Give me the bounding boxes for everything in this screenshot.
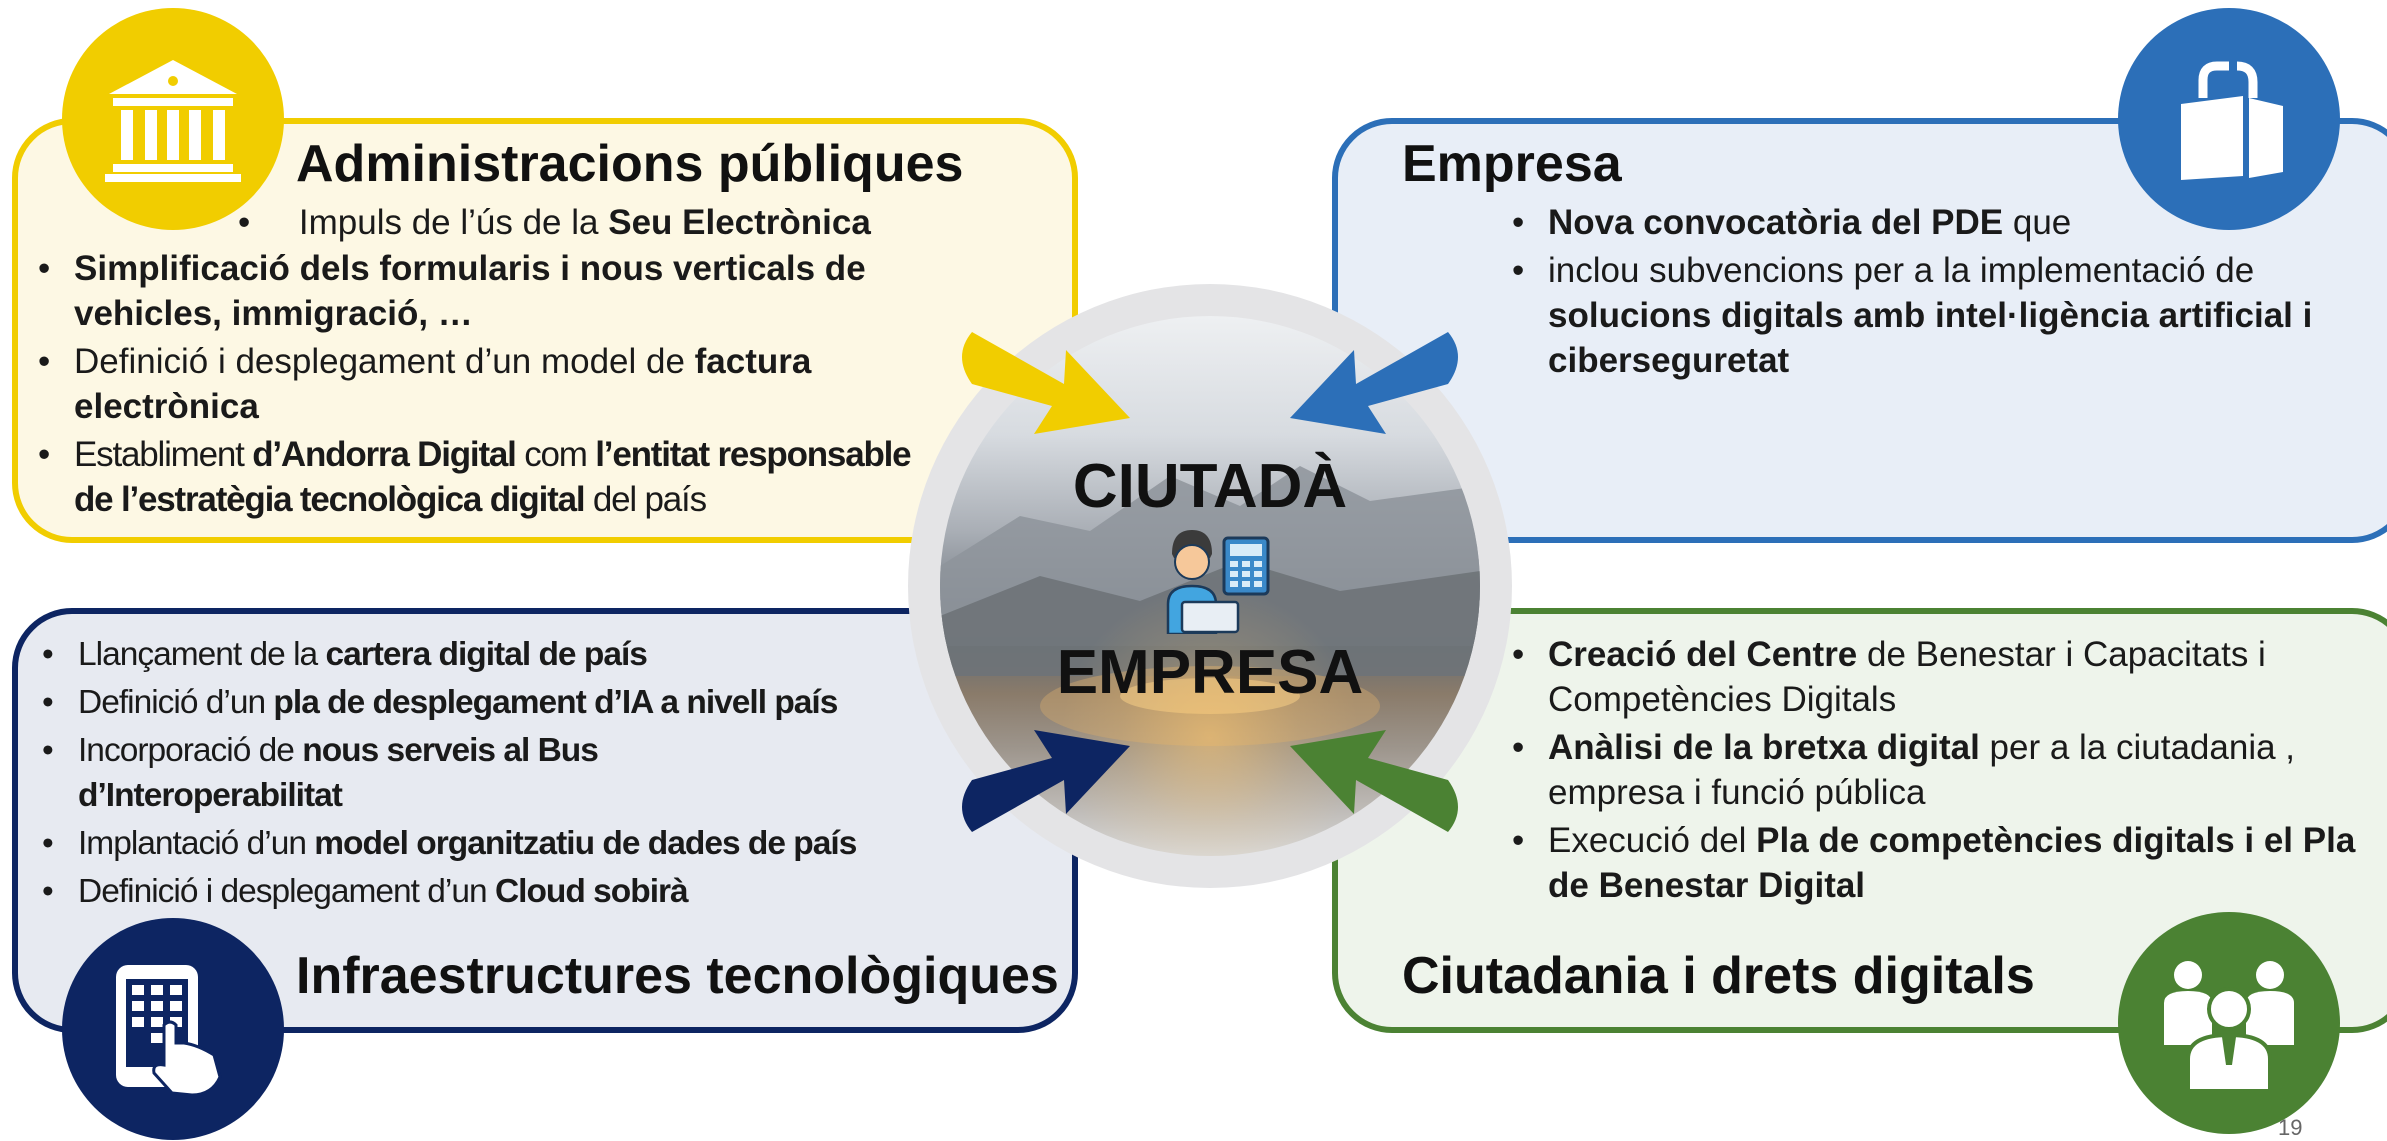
list-item: Anàlisi de la bretxa digital per a la ci… bbox=[1508, 725, 2368, 815]
title-ciutadania: Ciutadania i drets digitals bbox=[1402, 947, 2035, 1005]
list-item-bold: Creació del Centre bbox=[1548, 635, 1858, 674]
briefcase-icon bbox=[2118, 8, 2340, 230]
list-item-text: Definició i desplegament d’un model de bbox=[74, 342, 695, 381]
list-item-bold: Simplificació dels formularis i nous ver… bbox=[74, 249, 866, 333]
list-item-bold: solucions digitals amb intel·ligència ar… bbox=[1548, 296, 2313, 380]
list-item-text: inclou subvencions per a la implementaci… bbox=[1548, 251, 2255, 290]
list-item: Creació del Centre de Benestar i Capacit… bbox=[1508, 632, 2368, 722]
list-item: Establiment d’Andorra Digital com l’enti… bbox=[34, 432, 954, 522]
list-item-text: com bbox=[515, 435, 596, 474]
list-item: Definició i desplegament d’un model de f… bbox=[34, 339, 954, 429]
admin-first-item: • Impuls de l’ús de la Seu Electrònica bbox=[238, 200, 871, 245]
center-line-ciutada: CIUTADÀ bbox=[1072, 452, 1348, 521]
title-administracions: Administracions públiques bbox=[296, 135, 964, 193]
government-building-icon bbox=[62, 8, 284, 230]
list-item-text: Incorporació de bbox=[78, 732, 303, 769]
list-item-bold: Nova convocatòria del PDE bbox=[1548, 203, 2004, 242]
list-item-text: Definició d’un bbox=[78, 684, 274, 721]
tablet-touch-icon bbox=[62, 918, 284, 1140]
admin-first-item-text: Impuls de l’ús de la bbox=[298, 203, 609, 242]
list-item: inclou subvencions per a la implementaci… bbox=[1508, 248, 2378, 383]
list-item: Llançament de la cartera digital de país bbox=[38, 632, 948, 677]
list-item-text: que bbox=[2003, 203, 2072, 242]
list-item: Implantació d’un model organitzatiu de d… bbox=[38, 821, 948, 866]
arrow-infraestructures bbox=[962, 730, 1130, 832]
list-item-text: Llançament de la bbox=[78, 636, 326, 673]
page-number: 19 bbox=[2278, 1115, 2303, 1140]
list-item-text: Implantació d’un bbox=[78, 825, 315, 862]
list-item: Nova convocatòria del PDE que bbox=[1508, 200, 2378, 245]
title-empresa: Empresa bbox=[1402, 135, 1622, 193]
bullet-glyph: • bbox=[238, 203, 251, 242]
title-infraestructures: Infraestructures tecnològiques bbox=[296, 947, 1059, 1005]
admin-first-item-bold: Seu Electrònica bbox=[608, 203, 871, 242]
list-item-bold: Anàlisi de la bretxa digital bbox=[1548, 728, 1980, 767]
people-group-icon bbox=[2118, 912, 2340, 1134]
arrow-admin bbox=[962, 332, 1130, 434]
arrow-ciutadania bbox=[1290, 730, 1458, 832]
list-item-text: Execució del bbox=[1548, 821, 1757, 860]
admin-list: Simplificació dels formularis i nous ver… bbox=[34, 246, 954, 525]
list-item-bold: pla de desplegament d’IA a nivell país bbox=[273, 684, 838, 721]
list-item: Incorporació de nous serveis al Bus d’In… bbox=[38, 728, 698, 818]
list-item: Definició i desplegament d’un Cloud sobi… bbox=[38, 869, 948, 914]
list-item-bold: Cloud sobirà bbox=[494, 873, 689, 910]
list-item-text: per a la ciutadania , empresa i funció p… bbox=[1548, 728, 2296, 812]
list-item-bold: model organitzatiu de dades de país bbox=[314, 825, 857, 862]
list-item-text: de Benestar i Capacitats i Competències … bbox=[1548, 635, 2266, 719]
list-item: Simplificació dels formularis i nous ver… bbox=[34, 246, 954, 336]
list-item-bold: factura electrònica bbox=[74, 342, 812, 426]
list-item-text: Definició i desplegament d’un bbox=[78, 873, 495, 910]
list-item: Execució del Pla de competències digital… bbox=[1508, 818, 2368, 908]
list-item-bold: Pla de competències digitals i el Pla de… bbox=[1548, 821, 2356, 905]
arrow-empresa bbox=[1290, 332, 1458, 434]
list-item-text: Establiment bbox=[74, 435, 253, 474]
center-line-empresa: EMPRESA bbox=[1056, 638, 1364, 707]
list-item-bold: l’entitat responsable de l’estratègia te… bbox=[74, 435, 912, 519]
list-item-bold: cartera digital de país bbox=[325, 636, 647, 673]
empresa-list: Nova convocatòria del PDE que inclou sub… bbox=[1508, 200, 2378, 386]
person-calculator-icon bbox=[1166, 530, 1270, 634]
list-item: Definició d’un pla de desplegament d’IA … bbox=[38, 680, 948, 725]
list-item-bold: d’Andorra Digital bbox=[252, 435, 517, 474]
list-item-text: del país bbox=[584, 480, 707, 519]
ciutadania-list: Creació del Centre de Benestar i Capacit… bbox=[1508, 632, 2368, 911]
infra-list: Llançament de la cartera digital de país… bbox=[38, 632, 948, 917]
list-item-bold: nous serveis al Bus d’Interoperabilitat bbox=[78, 732, 599, 814]
